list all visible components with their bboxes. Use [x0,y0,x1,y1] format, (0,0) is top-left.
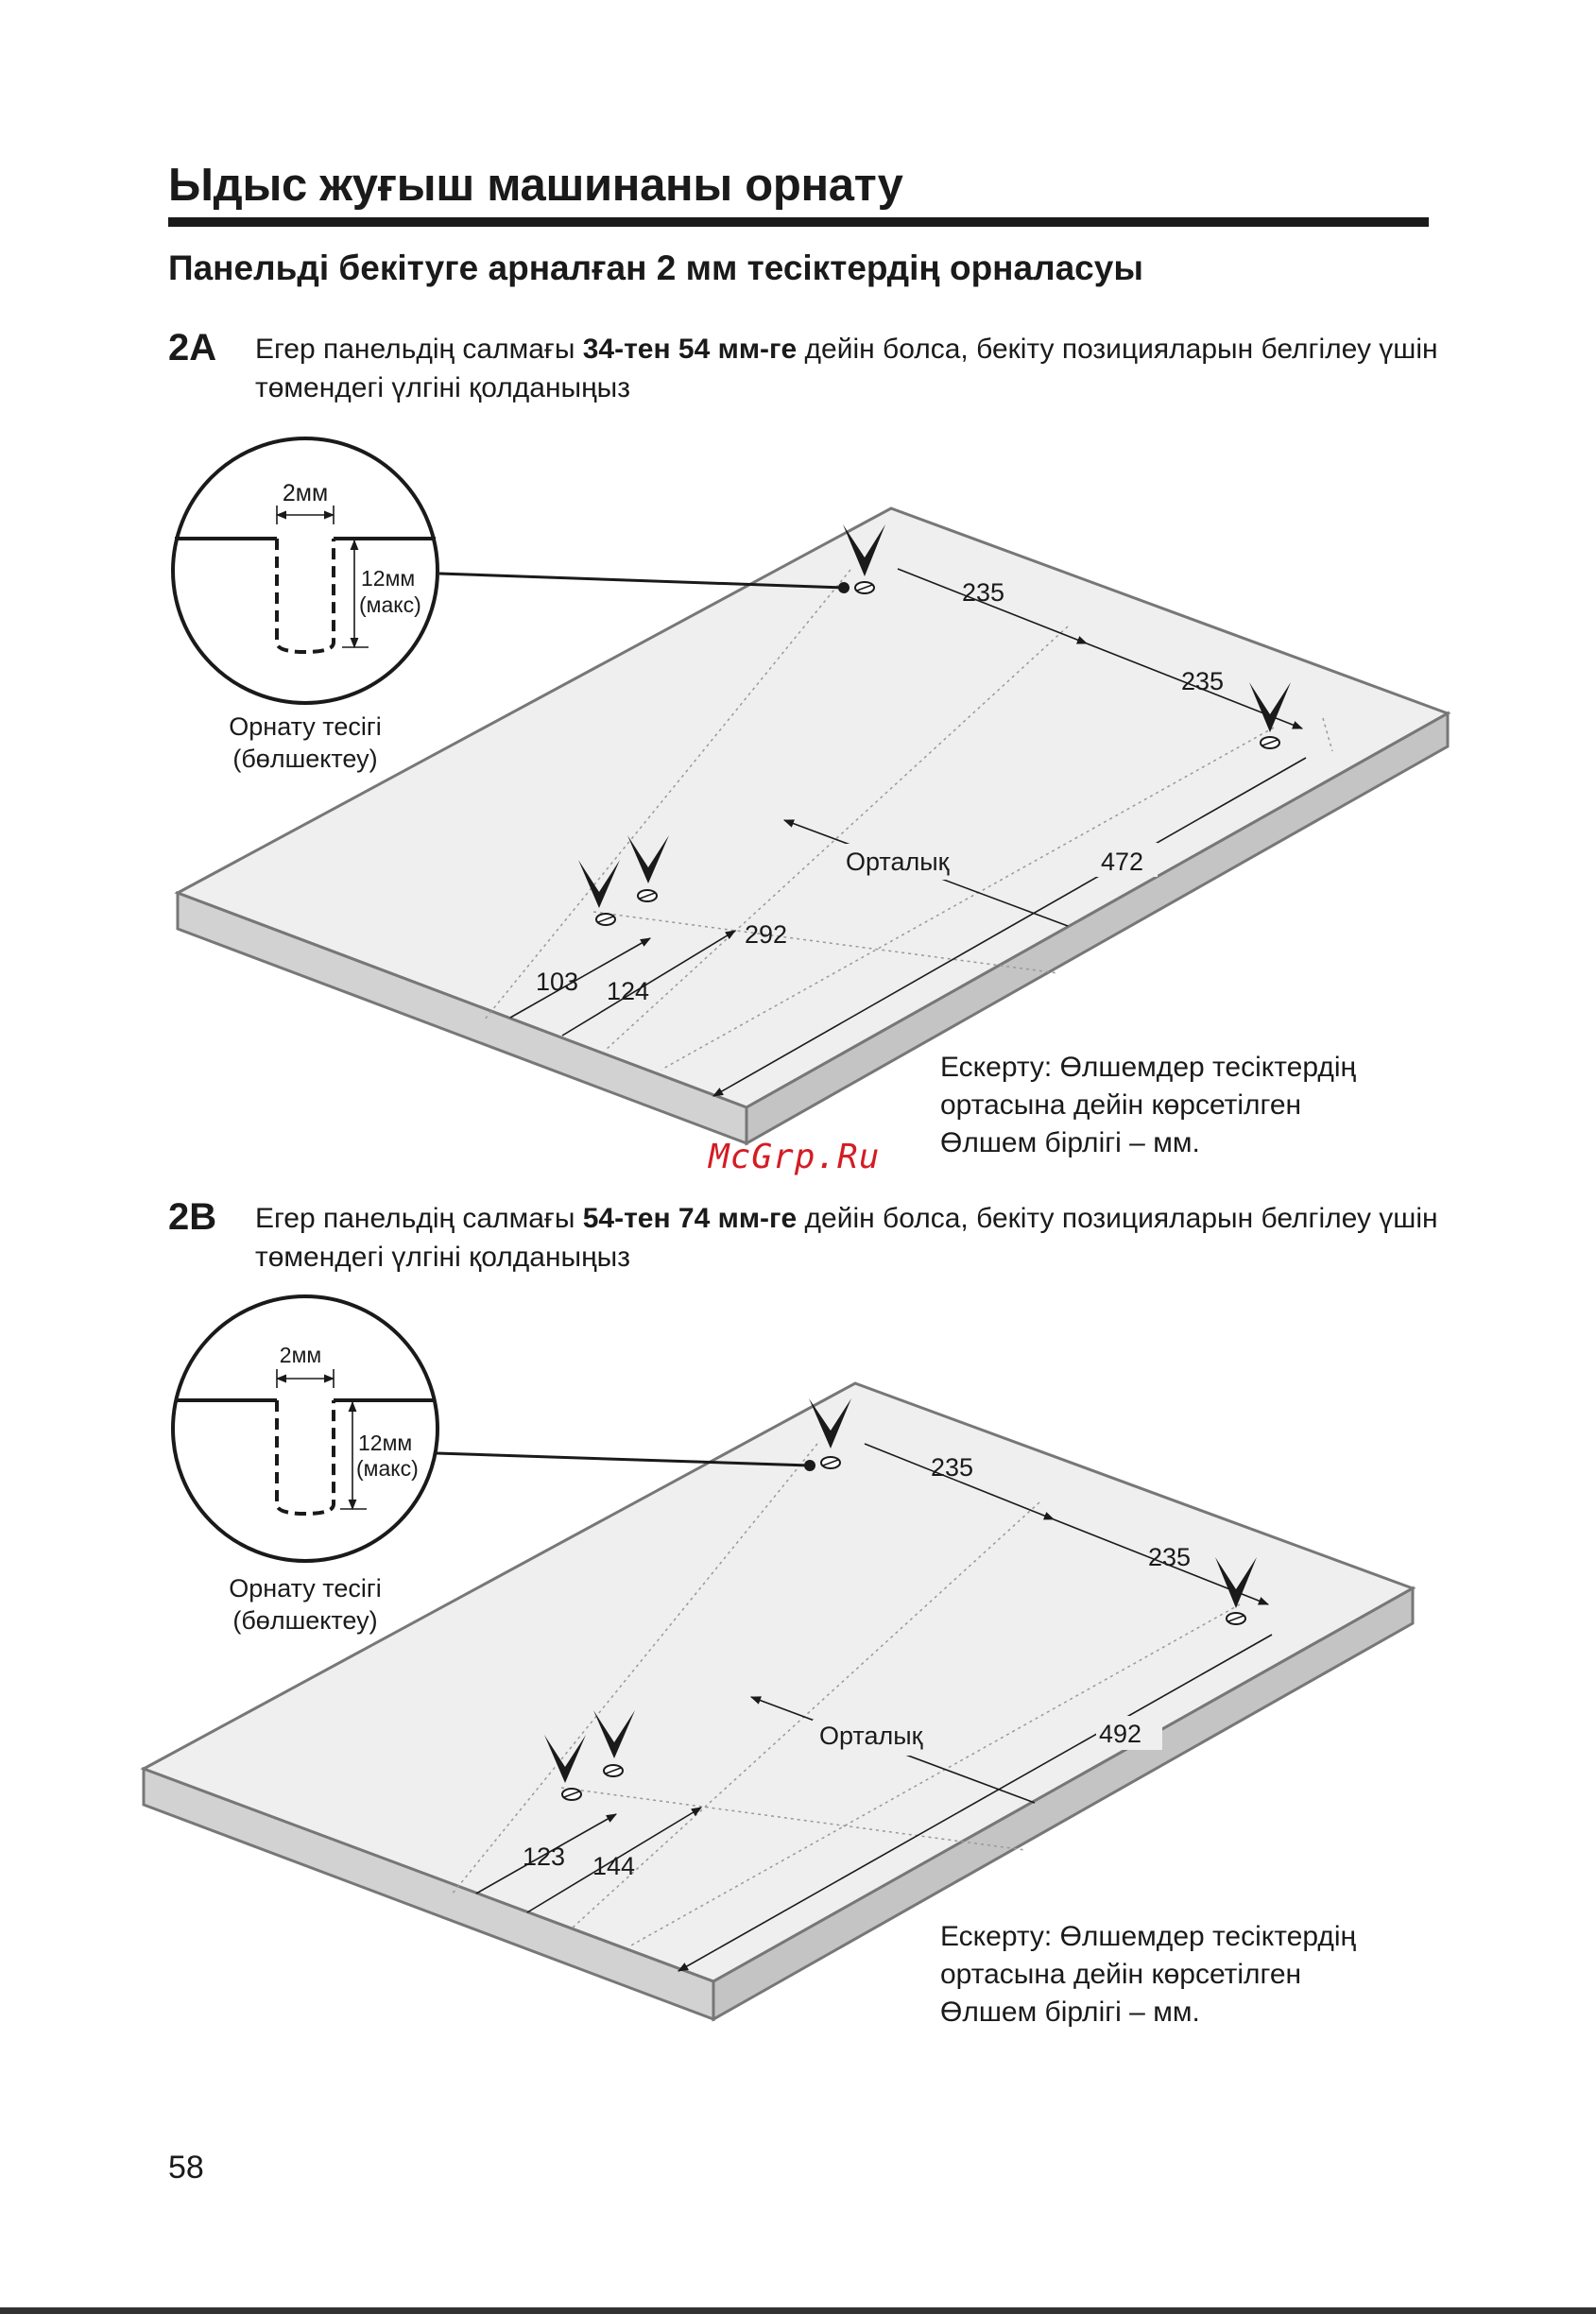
dim-small-a: 123 [523,1843,565,1871]
dim-top-b: 235 [1148,1543,1191,1571]
section-2b-label: 2B [168,1196,217,1238]
board-side-edge [745,711,1450,1146]
arrow-marker-icon [627,835,669,883]
detail-circle-2a: 2мм 12мм (макс) [171,437,439,705]
dim-mid: 292 [745,920,787,949]
page-subtitle: Панельді бекітуге арналған 2 мм тесіктер… [168,249,1143,287]
arrow-marker-icon [1249,682,1291,732]
section-2b-text: Егер панельдің салмағы 54-тен 74 мм-ге д… [255,1203,1438,1273]
arrow-marker-icon [593,1710,635,1758]
detail-width-label: 2мм [280,1343,321,1367]
detail-depth-label: 12мм [358,1431,412,1455]
detail-depth-label: 12мм [361,566,415,591]
dim-top-b: 235 [1181,667,1224,695]
detail-depth-note: (макс) [359,592,421,617]
detail-caption-note: (бөлшектеу) [232,1606,377,1635]
detail-caption: Орнату тесігі [229,1574,381,1603]
dim-center: Орталық [846,848,950,876]
section-2a-label: 2A [168,327,217,369]
detail-circle-2b: 2мм 12мм (макс) [171,1294,439,1563]
dim-small-a: 103 [536,968,578,996]
dim-long: 472 [1101,848,1143,876]
title-rule [168,217,1429,227]
dim-center: Орталық [819,1722,923,1750]
diagram-2a: 2мм 12мм (макс) Орнату тесігі (бөлшектеу… [171,437,1451,1146]
detail-depth-note: (макс) [356,1456,419,1481]
dim-small-b: 144 [592,1852,635,1880]
diagram-2b: 2мм 12мм (макс) Орнату тесігі (бөлшектеу… [140,1294,1416,2022]
dim-long: 492 [1099,1720,1141,1748]
section-2b-note: Ескерту: Өлшемдер тесіктердің ортасына д… [940,1921,1357,2028]
page-number: 58 [168,2150,204,2185]
dim-small-b: 124 [607,977,649,1005]
footer-bar [0,2307,1596,2314]
detail-width-label: 2мм [283,480,328,506]
section-2a-note: Ескерту: Өлшемдер тесіктердің ортасына д… [940,1052,1357,1158]
watermark: McGrp.Ru [709,1138,881,1176]
arrow-marker-icon [843,524,885,576]
detail-caption-note: (бөлшектеу) [232,745,377,773]
arrow-marker-icon [809,1398,851,1448]
section-2a-text: Егер панельдің салмағы 34-тен 54 мм-ге д… [255,334,1438,403]
dim-top-a: 235 [962,578,1004,607]
dim-top-a: 235 [931,1453,973,1482]
arrow-marker-icon [578,860,620,908]
arrow-marker-icon [544,1735,586,1783]
detail-caption: Орнату тесігі [229,712,381,741]
arrow-marker-icon [1215,1557,1257,1608]
page-title: Ыдыс жуғыш машинаны орнату [168,160,903,211]
board-side-edge [712,1586,1415,2022]
